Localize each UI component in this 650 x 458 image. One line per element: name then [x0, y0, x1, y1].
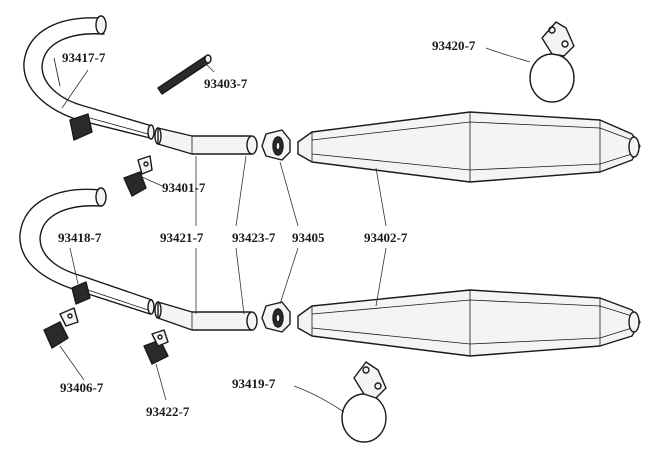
clamp-muffler-lower	[341, 361, 387, 443]
label-connector-b: 93423-7	[232, 230, 276, 245]
clip-lower-mid	[143, 329, 169, 365]
label-header-lower: 93418-7	[58, 230, 102, 245]
connector-pipe-lower	[154, 301, 258, 331]
label-clamp-muffler-upper: 93420-7	[432, 38, 476, 53]
label-nut: 93405	[292, 230, 325, 245]
label-clip-lower-mid: 93422-7	[146, 404, 190, 419]
connector-pipe-upper	[154, 127, 258, 155]
label-clip-upper: 93401-7	[162, 180, 206, 195]
label-muffler: 93402-7	[364, 230, 408, 245]
muffler-upper	[297, 111, 641, 183]
nut-lower	[261, 301, 291, 333]
label-rod: 93403-7	[204, 76, 248, 91]
clip-upper	[123, 155, 153, 197]
muffler-lower	[297, 289, 641, 357]
leader-lines	[59, 47, 531, 413]
label-header-upper: 93417-7	[62, 50, 106, 65]
label-clamp-muffler-lower: 93419-7	[232, 376, 276, 391]
header-pipe-lower	[19, 187, 155, 315]
label-clip-lower-left: 93406-7	[60, 380, 104, 395]
nut-upper	[261, 129, 291, 161]
clamp-muffler-upper	[529, 21, 575, 103]
clip-lower-left	[43, 307, 79, 349]
label-connector-a: 93421-7	[160, 230, 204, 245]
rod-part	[157, 54, 212, 95]
header-pipe-upper	[23, 15, 155, 141]
